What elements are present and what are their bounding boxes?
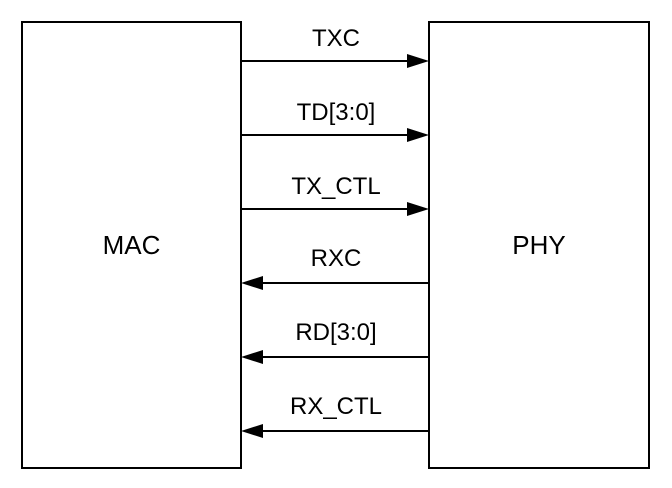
signal-label-txc: TXC: [312, 25, 360, 52]
signal-group: TXC TD[3:0] TX_CTL RXC RD[3:0] RX_CTL: [241, 25, 429, 438]
arrowhead-rd-3-0: [241, 350, 263, 364]
arrowhead-txc: [407, 54, 429, 68]
arrowhead-rx-ctl: [241, 424, 263, 438]
signal-label-rd-3-0: RD[3:0]: [295, 319, 376, 346]
mac-label: MAC: [103, 230, 161, 260]
signal-label-tx-ctl: TX_CTL: [291, 173, 380, 200]
phy-block: [428, 21, 650, 469]
mac-block: [21, 21, 242, 469]
signal-label-td-3-0: TD[3:0]: [297, 99, 376, 126]
signal-label-rxc: RXC: [311, 245, 362, 272]
arrowhead-td-3-0: [407, 128, 429, 142]
signal-label-rx-ctl: RX_CTL: [290, 393, 382, 420]
arrowhead-rxc: [241, 276, 263, 290]
phy-label: PHY: [512, 230, 565, 260]
arrowhead-tx-ctl: [407, 202, 429, 216]
